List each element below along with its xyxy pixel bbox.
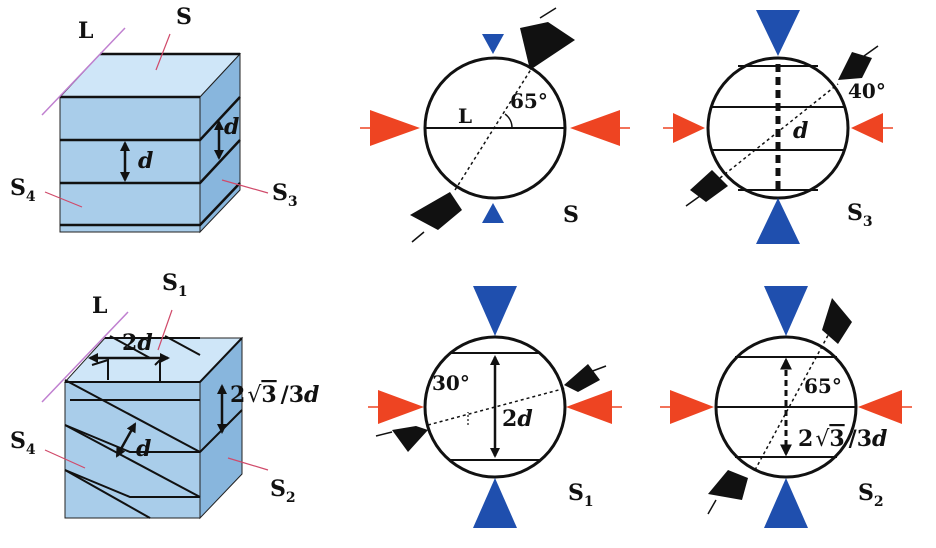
- S-black-arrow-top: [520, 22, 575, 70]
- top-label-d-front: d: [138, 148, 153, 174]
- S1-blue-arrow-bottom: [473, 478, 517, 528]
- bottom-pointer-S1: [157, 309, 173, 351]
- bottom-pointer-S2: [227, 457, 269, 471]
- bottom-label-side: 2√3/3d: [230, 382, 319, 408]
- bottom-label-2d: 2d: [122, 330, 153, 356]
- S2-blue-arrow-top: [764, 286, 808, 336]
- top-block-foliation: [60, 52, 241, 227]
- S1-black-arrow-left: [392, 426, 428, 452]
- S-blue-arrow-bottom: [482, 203, 504, 223]
- bottom-label-S1: S1: [162, 270, 188, 300]
- S2-red-arrow-left: [670, 390, 714, 424]
- S-blue-arrow-top: [482, 34, 504, 54]
- S3-label-angle: 40°: [848, 79, 886, 103]
- top-pointer-S4: [44, 191, 83, 208]
- S1-black-arrow-right: [564, 364, 600, 392]
- bottom-d-front-arrow: [115, 422, 137, 458]
- S2-blue-arrow-bottom: [764, 478, 808, 528]
- S2-black-arrow-top: [822, 298, 852, 344]
- S3-label-name: S3: [847, 200, 873, 230]
- S-red-arrow-right: [570, 110, 620, 146]
- bottom-block: L S1 S4 S2 2d 2√3/3d d: [10, 270, 319, 520]
- top-pointer-S3: [221, 179, 269, 194]
- stereonet-S3: 40° d S3: [663, 10, 893, 244]
- bottom-pointer-S4: [44, 449, 86, 469]
- S3-red-arrow-right: [851, 113, 883, 143]
- S3-black-arrow-top: [838, 52, 872, 80]
- S1-label-name: S1: [568, 480, 594, 510]
- S3-blue-arrow-bottom: [756, 198, 800, 244]
- top-lineation: [41, 27, 126, 116]
- top-label-S: S: [176, 4, 192, 30]
- top-pointer-S: [155, 33, 171, 71]
- stereonet-S2: 65° 2√3/3d S2: [660, 286, 912, 528]
- S-label-angle: 65°: [510, 89, 548, 113]
- top-label-d-side: d: [224, 114, 239, 140]
- top-label-S4: S4: [10, 175, 36, 205]
- S3-label-d: d: [793, 118, 808, 144]
- S2-red-arrow-right: [858, 390, 902, 424]
- S1-red-arrow-left: [378, 390, 424, 424]
- S2-label-angle: 65°: [804, 374, 842, 398]
- S2-label-name: S2: [858, 480, 884, 510]
- bottom-label-d-front: d: [136, 436, 151, 462]
- S2-black-arrow-bottom: [708, 470, 748, 500]
- bottom-lineation: [41, 311, 129, 403]
- S-label-L: L: [458, 104, 472, 128]
- stereonet-S1: 30° 2d S1: [368, 286, 622, 528]
- bottom-label-S4: S4: [10, 428, 36, 458]
- S3-blue-arrow-top: [756, 10, 800, 56]
- top-label-S3: S3: [272, 180, 298, 210]
- top-block-front-face: [59, 96, 201, 233]
- bottom-label-L: L: [92, 293, 107, 319]
- S1-label-2d: 2d: [502, 406, 533, 432]
- S3-dotted-line: [719, 83, 839, 179]
- S1-label-angle: 30°: [432, 371, 470, 395]
- bottom-block-slant-lines: [64, 335, 201, 519]
- S-red-arrow-left: [370, 110, 420, 146]
- S1-red-arrow-right: [566, 390, 612, 424]
- S-angle-arc: [504, 113, 513, 129]
- S2-label-formula: 2√3/3d: [798, 426, 887, 452]
- top-label-L: L: [78, 18, 93, 44]
- S1-blue-arrow-top: [473, 286, 517, 336]
- S3-red-arrow-left: [673, 113, 705, 143]
- bottom-block-foliation: [64, 337, 243, 498]
- S-label-name: S: [563, 202, 579, 228]
- top-block: L S S4 S3 d d: [10, 4, 298, 234]
- stereonet-S: L 65° S: [360, 7, 630, 243]
- S-dotted-line: [454, 54, 541, 191]
- S-black-arrow-bottom: [410, 192, 462, 230]
- bottom-label-S2: S2: [270, 476, 296, 506]
- S2-dotted-line: [754, 327, 833, 471]
- S3-black-arrow-bottom: [690, 170, 728, 202]
